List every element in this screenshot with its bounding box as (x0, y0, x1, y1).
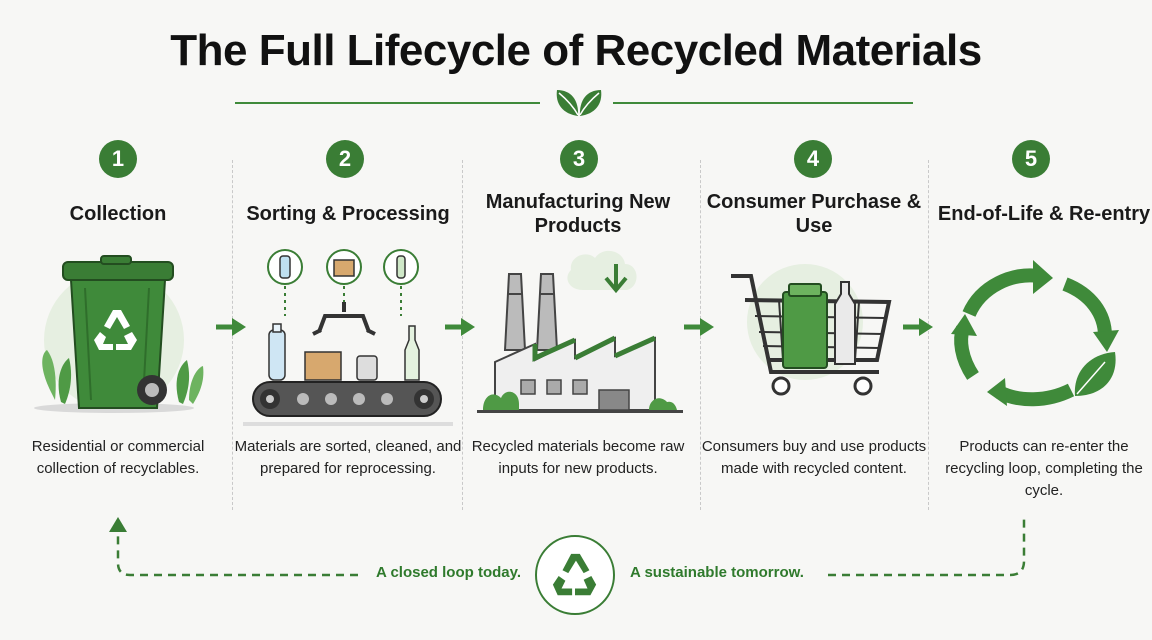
step-title: End-of-Life & Re-entry (937, 203, 1151, 225)
step-end-of-life: 5 End-of-Life & Re-entry Products can re… (929, 140, 1152, 520)
arrow-right-icon (216, 318, 246, 336)
recycle-icon (552, 553, 597, 596)
conveyor-icon (243, 249, 453, 426)
step-collection: 1 Collection Residential or commercial c… (3, 140, 233, 520)
step-description: Residential or commercial collection of … (31, 438, 205, 477)
step-number: 1 (99, 140, 137, 178)
leaf-icon (556, 90, 602, 116)
arrow-right-icon (684, 318, 714, 336)
arrow-right-icon (445, 318, 475, 336)
step-description: Products can re-enter the recycling loop… (945, 438, 1143, 499)
step-title: Collection (69, 203, 167, 225)
step-sorting: 2 Sorting & Processing Materials are sor… (233, 140, 463, 520)
recycle-badge (535, 535, 615, 615)
factory-icon (477, 250, 683, 413)
step-consumer: 4 Consumer Purchase & Use Consumers buy … (699, 140, 929, 520)
step-title: Manufacturing New Products (485, 191, 671, 237)
arrow-right-icon (903, 318, 933, 336)
tagline-right: A sustainable tomorrow. (630, 564, 804, 581)
step-description: Consumers buy and use products made with… (701, 438, 927, 477)
step-title: Consumer Purchase & Use (706, 191, 922, 237)
page-title: The Full Lifecycle of Recycled Materials (170, 26, 982, 75)
step-manufacturing: 3 Manufacturing New Products Recycled ma… (463, 140, 693, 520)
shopping-cart-icon (731, 264, 892, 396)
column-divider (928, 160, 929, 510)
cycle-arrows-icon (951, 260, 1119, 407)
tagline-left: A closed loop today. (376, 564, 522, 581)
title-rule-right (613, 102, 913, 104)
step-number: 5 (1012, 140, 1050, 178)
step-description: Recycled materials become raw inputs for… (471, 438, 685, 477)
step-number: 4 (794, 140, 832, 178)
step-number: 3 (560, 140, 598, 178)
step-title: Sorting & Processing (246, 203, 450, 225)
title-rule-left (235, 102, 540, 104)
step-description: Materials are sorted, cleaned, and prepa… (234, 438, 462, 477)
recycle-bin-icon (34, 255, 204, 413)
step-number: 2 (326, 140, 364, 178)
